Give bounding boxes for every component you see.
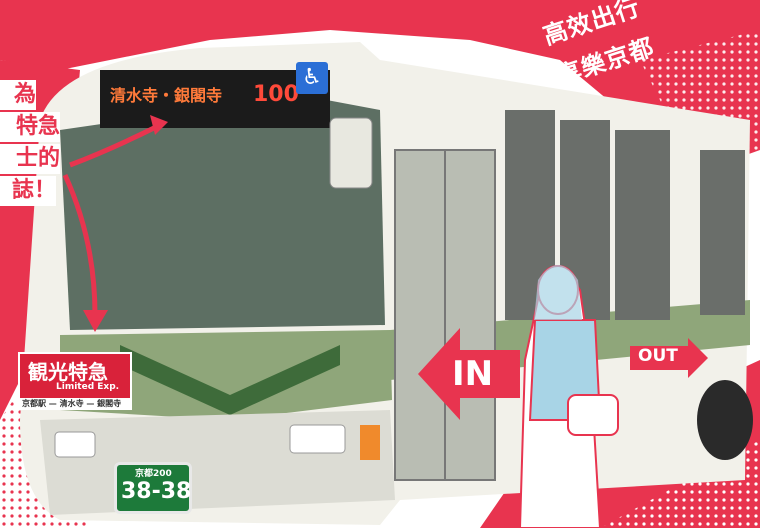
out-label: OUT bbox=[638, 346, 678, 366]
annotation-line2: 特急 bbox=[0, 112, 60, 142]
route-strip: 京都駅 — 清水寺 — 銀閣寺 bbox=[18, 398, 132, 410]
limited-express-main: 観光特急 bbox=[28, 360, 108, 384]
annotation-line1: 為 bbox=[0, 80, 36, 110]
plate-number: 38-38 bbox=[121, 479, 192, 504]
route-strip-text: 京都駅 — 清水寺 — 銀閣寺 bbox=[22, 399, 122, 408]
limited-express-sign: 観光特急 Limited Exp. bbox=[18, 352, 132, 400]
license-plate: 京都200 38-38 bbox=[114, 462, 192, 514]
destination-route: 清水寺・銀閣寺 bbox=[110, 86, 223, 105]
limited-express-sub: Limited Exp. bbox=[56, 382, 120, 392]
destination-number: 100 bbox=[253, 82, 299, 107]
in-label: IN bbox=[452, 354, 494, 394]
annotation-line3: 士的 bbox=[0, 144, 60, 174]
annotation-line4: 誌！ bbox=[0, 176, 56, 206]
wheelchair-icon: ♿ bbox=[296, 62, 328, 94]
plate-top: 京都200 bbox=[135, 469, 172, 479]
out-arrow-icon bbox=[630, 338, 708, 378]
in-arrow-icon bbox=[418, 328, 520, 420]
